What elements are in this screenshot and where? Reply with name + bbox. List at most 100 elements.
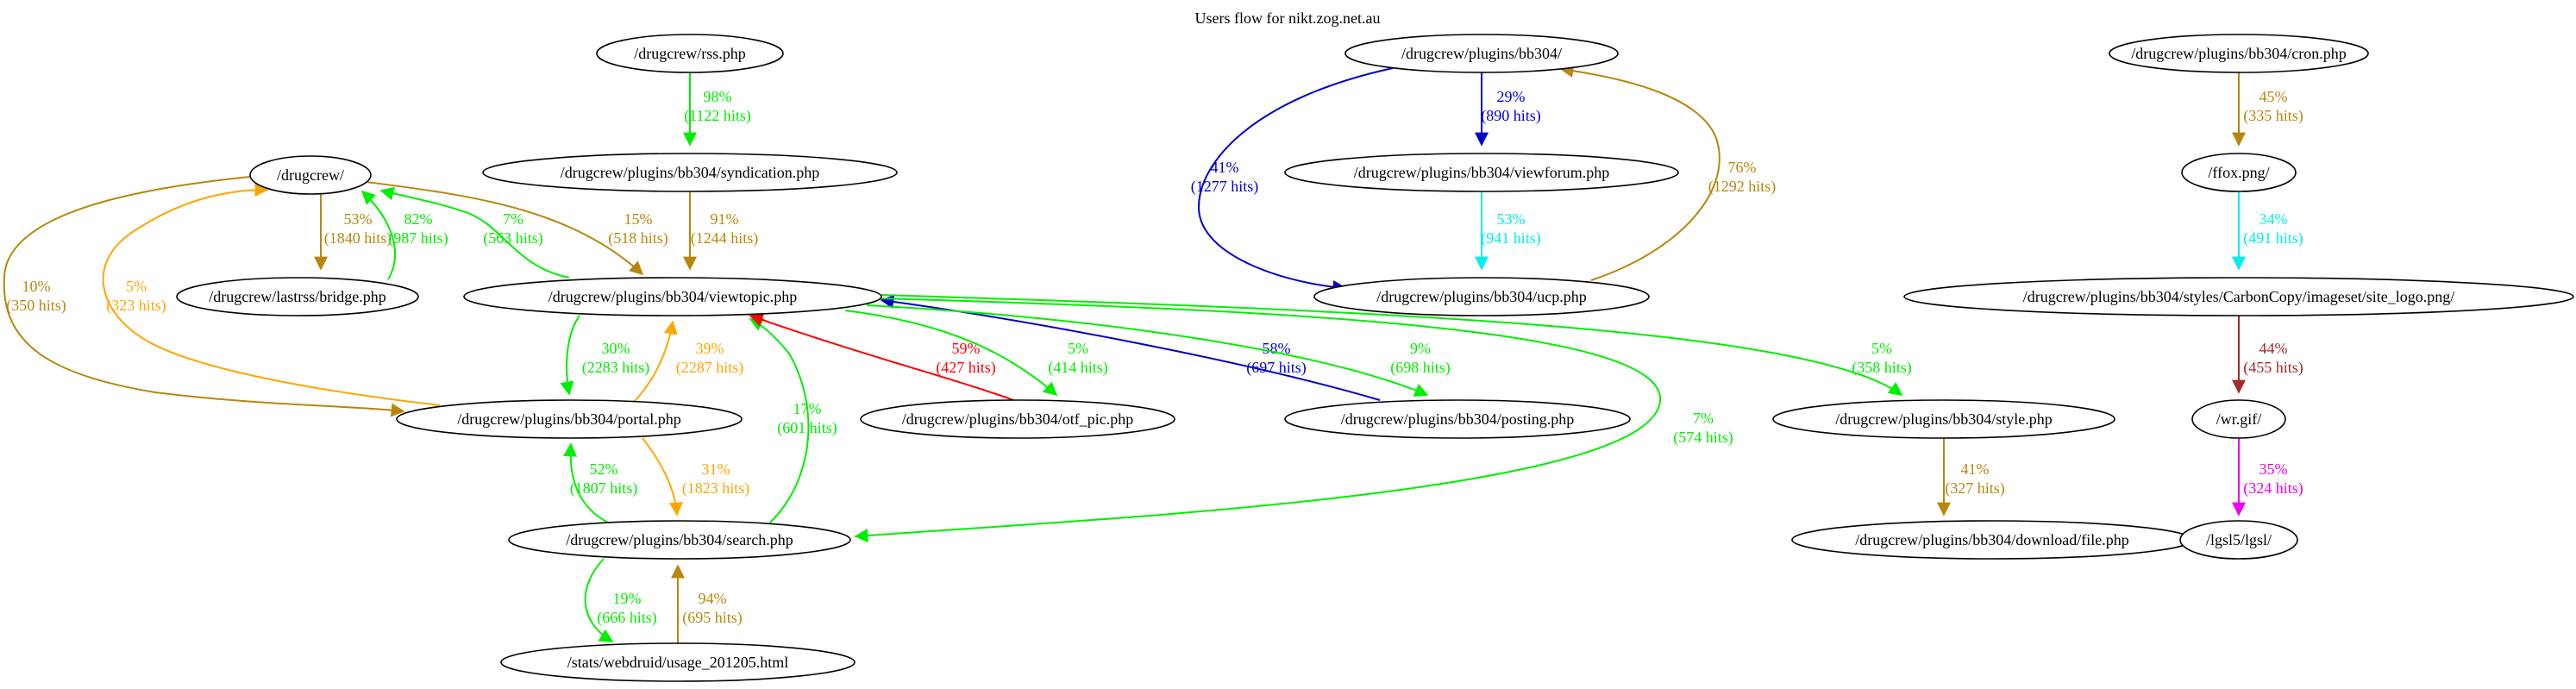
edge-line xyxy=(1559,64,1720,281)
edge-percent-label: 52% xyxy=(590,460,618,478)
edge-percent-label: 39% xyxy=(696,340,724,357)
edge-line xyxy=(560,315,580,396)
edge-percent-label: 30% xyxy=(602,340,630,357)
edge-percent-label: 35% xyxy=(2259,460,2288,478)
edge-hits-label: (1244 hits) xyxy=(691,229,759,247)
node-label: /drugcrew/plugins/bb304/styles/CarbonCop… xyxy=(2023,288,2454,305)
edge-hits-label: (323 hits) xyxy=(106,297,166,315)
node-label: /stats/webdruid/usage_201205.html xyxy=(567,654,788,671)
edge-hits-label: (698 hits) xyxy=(1390,359,1451,377)
edge-sitelogo-to-wr: 44%(455 hits) xyxy=(2232,316,2303,394)
node-ellipse xyxy=(596,34,784,73)
node-label: /drugcrew/plugins/bb304/ucp.php xyxy=(1376,288,1586,305)
edge-percent-label: 19% xyxy=(613,590,642,607)
edge-hits-label: (350 hits) xyxy=(6,297,66,315)
node-ellipse xyxy=(500,642,856,682)
edge-hits-label: (1807 hits) xyxy=(570,479,638,498)
edge-percent-label: 7% xyxy=(1693,410,1714,427)
node-ellipse xyxy=(860,399,1175,439)
edge-percent-label: 5% xyxy=(1068,340,1088,357)
node-ellipse xyxy=(482,153,898,192)
node-drugcrew: /drugcrew/ xyxy=(249,155,372,195)
node-label: /drugcrew/plugins/bb304/syndication.php xyxy=(561,164,819,181)
node-posting: /drugcrew/plugins/bb304/posting.php xyxy=(1284,399,1631,439)
edge-viewforum-to-ucp: 53%(941 hits) xyxy=(1475,191,1541,271)
node-ellipse xyxy=(1772,399,2115,439)
edge-hits-label: (324 hits) xyxy=(2243,479,2303,498)
edge-hits-label: (666 hits) xyxy=(597,609,657,627)
edge-line xyxy=(749,313,1014,401)
node-otfpic: /drugcrew/plugins/bb304/otf_pic.php xyxy=(860,399,1175,439)
edge-line xyxy=(844,310,1058,397)
edge-hits-label: (1823 hits) xyxy=(682,479,750,498)
edge-hits-label: (697 hits) xyxy=(1246,359,1307,377)
edge-ucp-to-bb304: 76%(1292 hits) xyxy=(1559,64,1776,281)
node-usage: /stats/webdruid/usage_201205.html xyxy=(500,642,856,682)
node-label: /drugcrew/plugins/bb304/viewtopic.php xyxy=(548,288,797,305)
edge-percent-label: 44% xyxy=(2259,340,2288,357)
edge-hits-label: (518 hits) xyxy=(608,229,668,247)
node-bb304: /drugcrew/plugins/bb304/ xyxy=(1344,34,1619,73)
node-lgsl: /lgsl5/lgsl/ xyxy=(2179,520,2298,560)
node-cron: /drugcrew/plugins/bb304/cron.php xyxy=(2109,34,2369,73)
edge-hits-label: (695 hits) xyxy=(682,609,743,627)
edge-percent-label: 91% xyxy=(711,210,739,228)
node-ellipse xyxy=(1903,277,2574,316)
edge-line xyxy=(642,437,683,517)
edge-hits-label: (358 hits) xyxy=(1852,359,1912,377)
node-ellipse xyxy=(2191,399,2286,439)
edge-line xyxy=(3,176,405,417)
node-ellipse xyxy=(249,155,372,195)
node-wr: /wr.gif/ xyxy=(2191,399,2286,439)
edge-otfpic-to-viewtopic: 59%(427 hits) xyxy=(749,313,1014,401)
node-syndication: /drugcrew/plugins/bb304/syndication.php xyxy=(482,153,898,192)
node-label: /wr.gif/ xyxy=(2216,410,2262,428)
node-viewtopic: /drugcrew/plugins/bb304/viewtopic.php xyxy=(463,277,882,316)
node-style: /drugcrew/plugins/bb304/style.php xyxy=(1772,399,2115,439)
edge-percent-label: 41% xyxy=(1961,460,1990,478)
node-download: /drugcrew/plugins/bb304/download/file.ph… xyxy=(1791,520,2193,560)
node-ellipse xyxy=(396,399,743,439)
edge-bb304-to-viewforum: 29%(890 hits) xyxy=(1475,72,1541,147)
node-ffox: /ffox.png/ xyxy=(2181,153,2297,192)
edge-line xyxy=(1197,67,1394,295)
edge-percent-label: 53% xyxy=(1497,210,1526,228)
edge-hits-label: (563 hits) xyxy=(483,229,543,247)
node-label: /drugcrew/plugins/bb304/posting.php xyxy=(1341,410,1574,428)
edge-hits-label: (1277 hits) xyxy=(1191,178,1259,196)
edge-hits-label: (1122 hits) xyxy=(684,107,751,125)
edge-percent-label: 58% xyxy=(1263,340,1291,357)
node-label: /drugcrew/plugins/bb304/cron.php xyxy=(2131,45,2346,62)
edge-bridge-to-drugcrew: 82%(987 hits) xyxy=(360,190,448,280)
edge-search-to-viewtopic: 17%(601 hits) xyxy=(749,318,837,523)
edge-viewtopic-to-otfpic: 5%(414 hits) xyxy=(844,310,1108,397)
edge-portal-to-viewtopic: 39%(2287 hits) xyxy=(633,320,743,403)
node-ellipse xyxy=(508,520,851,560)
edge-hits-label: (941 hits) xyxy=(1481,229,1541,247)
node-ellipse xyxy=(1344,34,1619,73)
edge-hits-label: (1840 hits) xyxy=(324,229,392,247)
node-bridge: /drugcrew/lastrss/bridge.php xyxy=(176,277,419,316)
node-label: /drugcrew/plugins/bb304/ xyxy=(1401,45,1562,62)
edge-drugcrew-to-bridge: 53%(1840 hits) xyxy=(314,194,392,271)
node-portal: /drugcrew/plugins/bb304/portal.php xyxy=(396,399,743,439)
edge-percent-label: 94% xyxy=(699,590,727,607)
edge-percent-label: 29% xyxy=(1497,88,1526,105)
node-label: /drugcrew/plugins/bb304/viewforum.php xyxy=(1354,164,1609,181)
edge-line xyxy=(854,298,1662,542)
edge-percent-label: 10% xyxy=(22,278,51,295)
edge-search-to-portal: 52%(1807 hits) xyxy=(563,442,638,523)
edge-percent-label: 76% xyxy=(1728,159,1757,176)
node-ellipse xyxy=(1284,399,1631,439)
edge-wr-to-lgsl: 35%(324 hits) xyxy=(2232,438,2303,517)
edge-percent-label: 7% xyxy=(503,210,523,228)
node-label: /drugcrew/ xyxy=(277,166,344,184)
edge-percent-label: 45% xyxy=(2259,88,2288,105)
edge-percent-label: 53% xyxy=(344,210,373,228)
edge-percent-label: 9% xyxy=(1410,340,1431,357)
edge-hits-label: (601 hits) xyxy=(777,419,837,437)
edge-drugcrew-to-portal: 10% (350 hits) xyxy=(3,176,405,417)
node-ucp: /drugcrew/plugins/bb304/ucp.php xyxy=(1313,277,1650,316)
edge-percent-label: 82% xyxy=(404,210,433,228)
